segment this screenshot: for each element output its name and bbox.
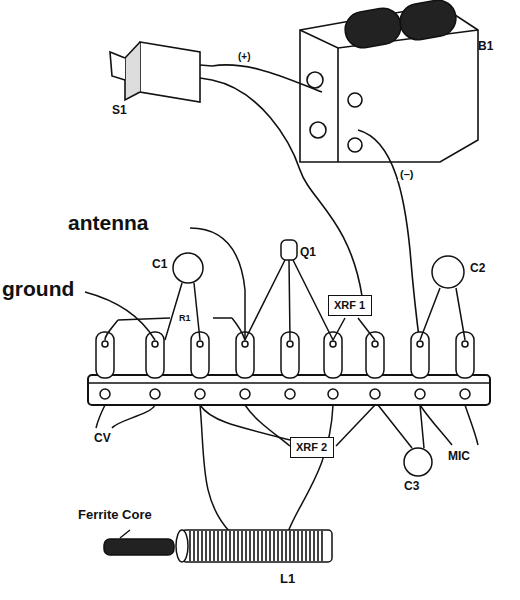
part-label: Ferrite Core (78, 508, 152, 521)
part-label: Q1 (300, 246, 316, 258)
part-label: (–) (398, 168, 415, 181)
terminal-label: antenna (68, 212, 149, 233)
rivet (285, 389, 295, 399)
part-label: S1 (112, 104, 127, 116)
terminal-label: ground (2, 278, 74, 299)
rf-choke-box: XRF 2 (290, 437, 334, 458)
rivet (100, 389, 110, 399)
part-label: L1 (280, 572, 295, 585)
rivet (240, 389, 250, 399)
part-label: C3 (404, 480, 419, 492)
rivet (328, 389, 338, 399)
part-label: MIC (448, 450, 470, 462)
part-label: R1 (177, 313, 193, 324)
choke-label: XRF 1 (334, 300, 366, 311)
rivet (460, 389, 470, 399)
part-label: (+) (238, 52, 251, 62)
part-label: C1 (152, 258, 167, 270)
rf-choke-box: XRF 1 (328, 295, 372, 316)
choke-label: XRF 2 (296, 442, 328, 453)
part-label: C2 (470, 262, 485, 274)
rivet (195, 389, 205, 399)
rivet (370, 389, 380, 399)
part-label: B1 (478, 40, 493, 52)
part-label: CV (94, 432, 111, 444)
rivet (150, 389, 160, 399)
rivet (415, 389, 425, 399)
